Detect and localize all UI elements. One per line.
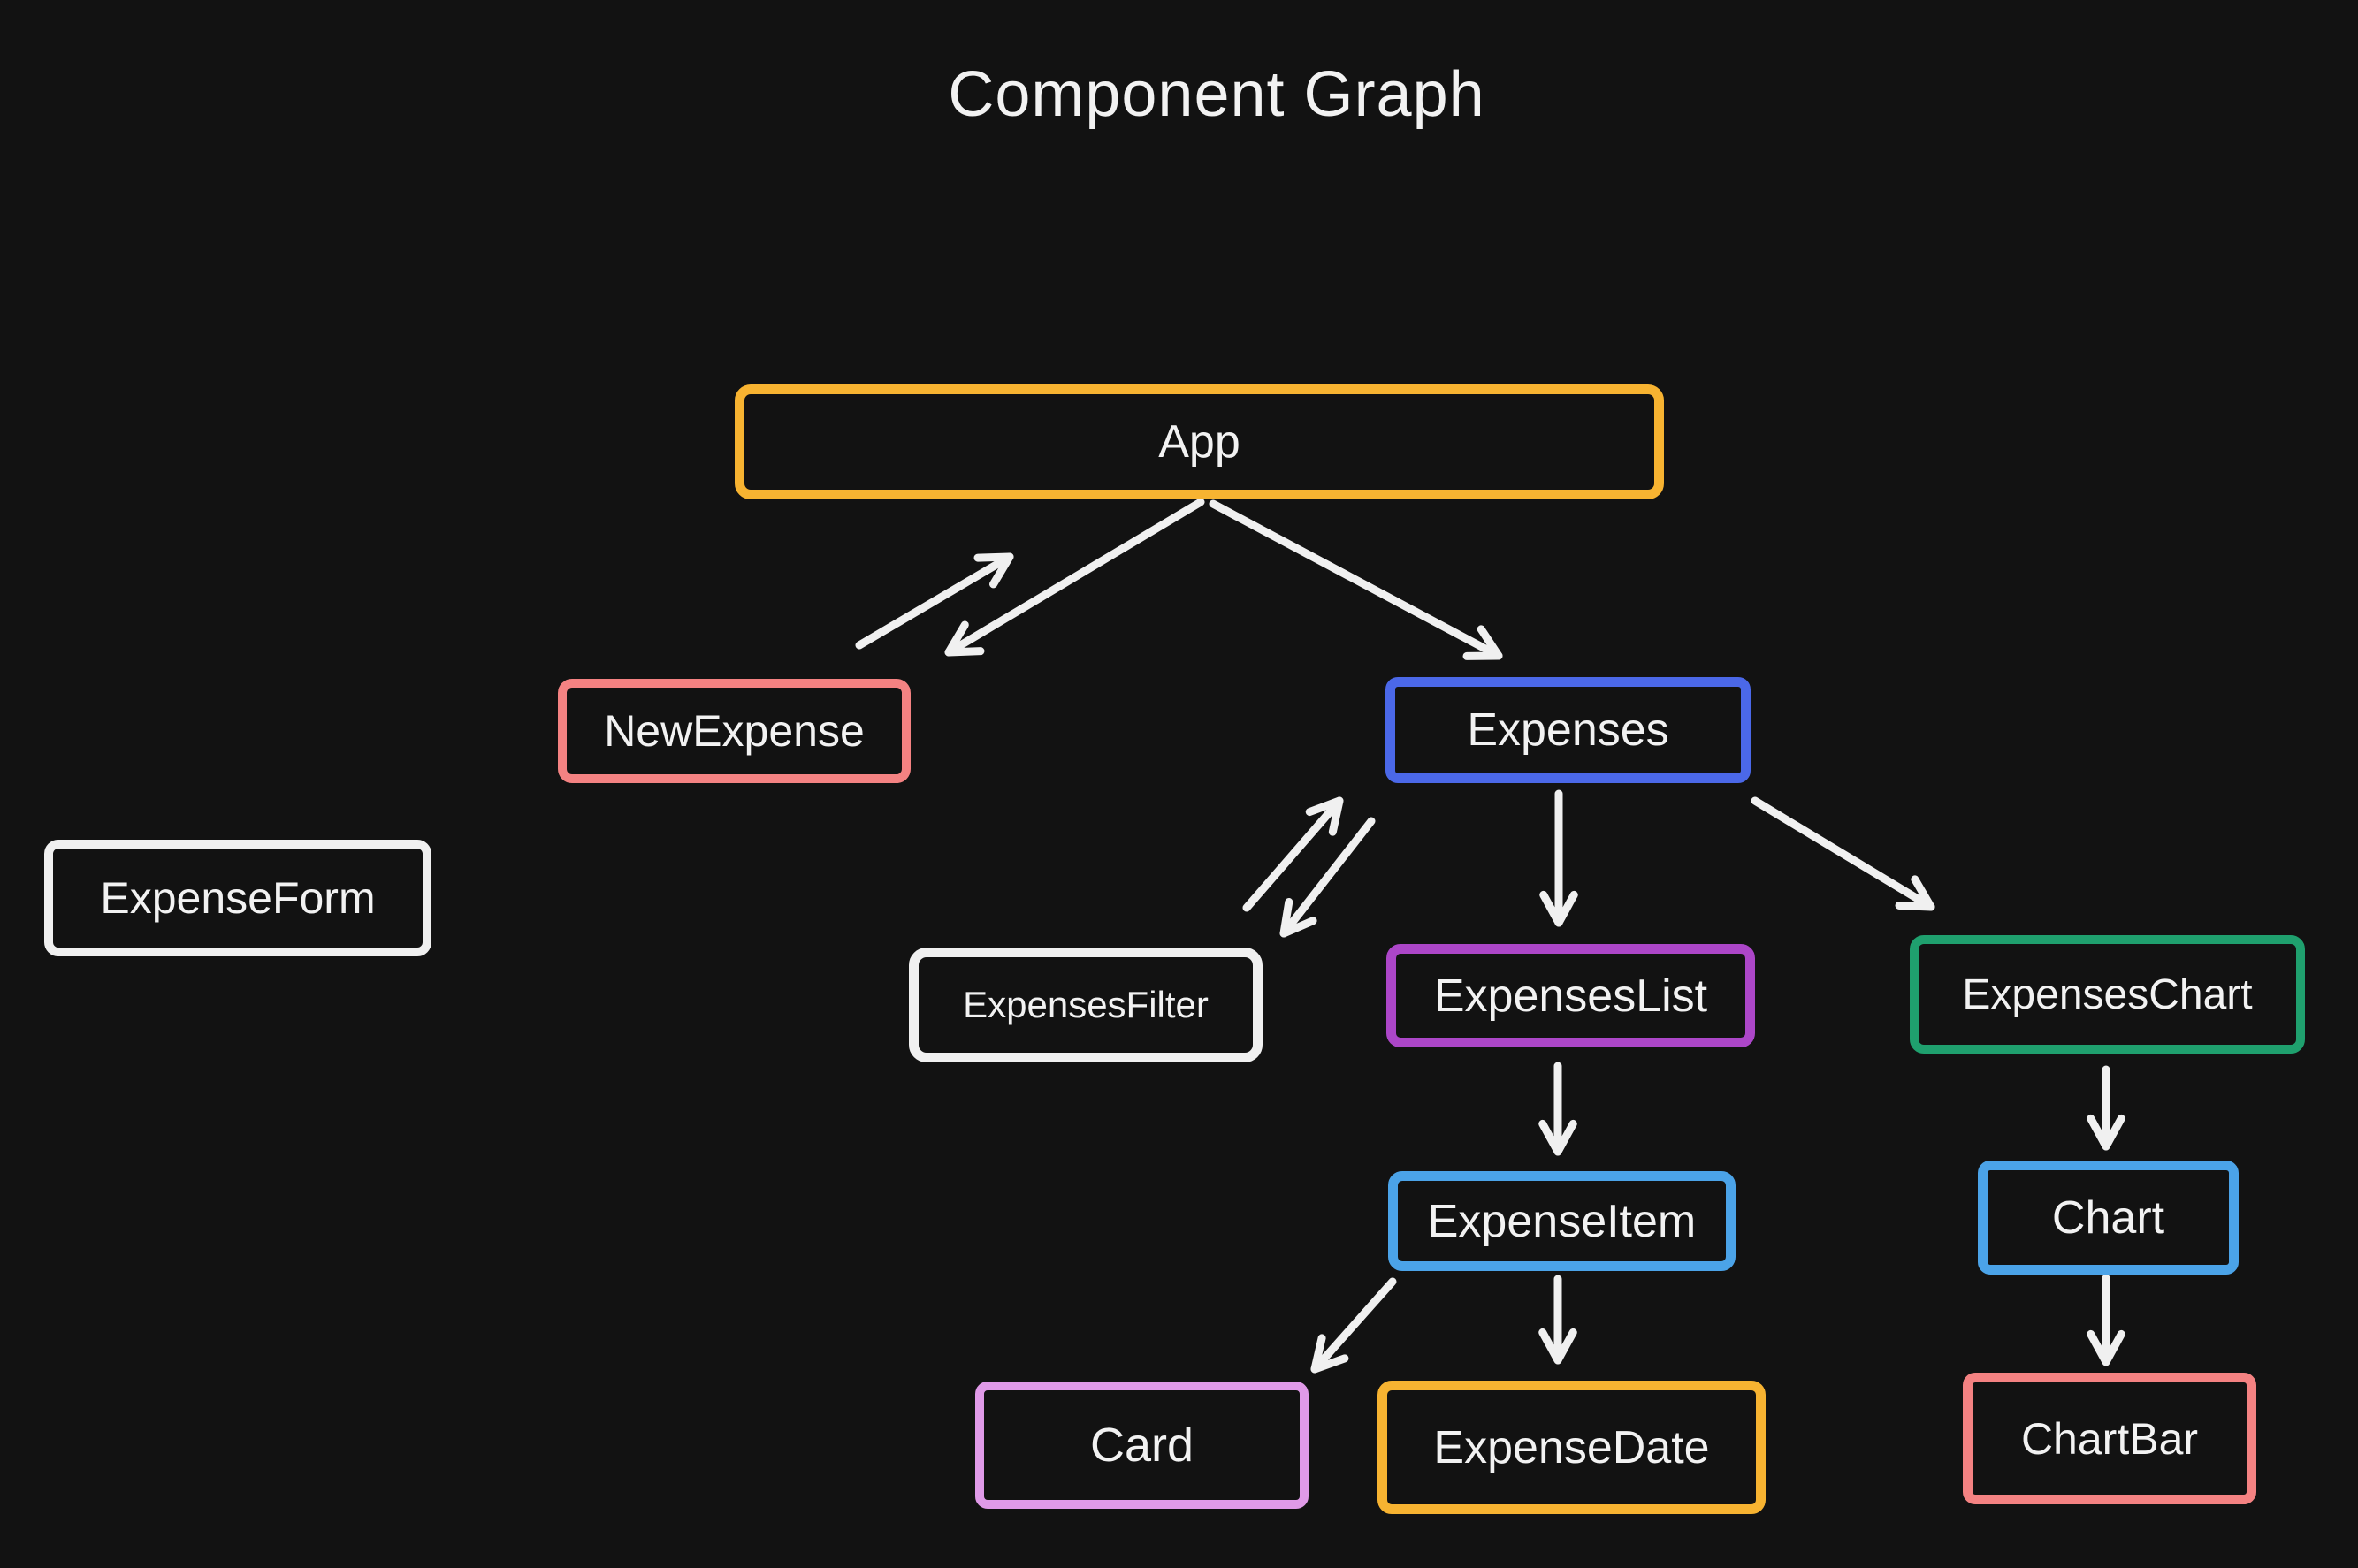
arrowhead [1279,897,1317,938]
arrowhead [1895,875,1935,911]
arrowhead [973,552,1014,589]
node-label-expense-date: ExpenseDate [1433,1421,1710,1473]
edge-new-expense-to-app [855,552,1014,650]
node-label-card: Card [1089,1419,1194,1472]
arrowhead [1538,1119,1577,1156]
arrowhead [1462,625,1503,660]
node-chart-bar: ChartBar [1963,1373,2256,1504]
arrowhead [1539,890,1578,927]
node-label-expenses-chart: ExpensesChart [1962,970,2253,1018]
arrowhead [2087,1114,2125,1151]
node-expenses-filter: ExpensesFilter [909,948,1263,1062]
node-label-new-expense: NewExpense [604,706,865,756]
node-label-expense-form: ExpenseForm [100,873,376,923]
node-new-expense: NewExpense [558,679,911,783]
arrowhead [944,620,985,657]
node-expense-item: ExpenseItem [1388,1171,1736,1271]
node-card: Card [975,1382,1309,1509]
node-label-expenses: Expenses [1467,704,1669,756]
edge-app-to-expenses [1209,499,1503,660]
node-expenses-chart: ExpensesChart [1910,935,2305,1054]
arrowhead [2087,1329,2125,1366]
node-expense-date: ExpenseDate [1377,1381,1766,1514]
node-label-expense-item: ExpenseItem [1427,1195,1697,1247]
node-label-chart-bar: ChartBar [2020,1413,2199,1464]
node-expenses: Expenses [1385,677,1751,783]
node-app: App [735,384,1664,499]
node-label-app: App [1158,416,1240,468]
arrowhead [1310,1334,1349,1374]
node-label-expenses-filter: ExpensesFilter [963,984,1209,1025]
edge-expense-item-to-expense-date [1538,1275,1577,1365]
edge-chart-to-chart-bar [2087,1274,2125,1366]
edge-expenses-chart-to-chart [2087,1065,2125,1151]
edge-expenses-to-expenses-chart [1751,796,1935,911]
edge-expenses-to-expenses-filter [1279,817,1376,938]
edge-expenses-to-expenses-list [1539,789,1578,927]
diagram-title: Component Graph [948,59,1485,130]
node-expenses-list: ExpensesList [1386,944,1755,1047]
node-chart: Chart [1978,1161,2239,1275]
arrowhead [1538,1328,1577,1365]
edge-expense-item-to-card [1310,1277,1397,1374]
node-label-chart: Chart [2051,1191,2165,1244]
node-expense-form: ExpenseForm [44,840,431,956]
node-label-expenses-list: ExpensesList [1433,970,1708,1022]
edge-expenses-filter-to-expenses [1242,796,1344,912]
edge-app-to-new-expense [944,498,1205,657]
edge-expenses-list-to-expense-item [1538,1062,1577,1156]
arrowhead [1305,796,1344,836]
